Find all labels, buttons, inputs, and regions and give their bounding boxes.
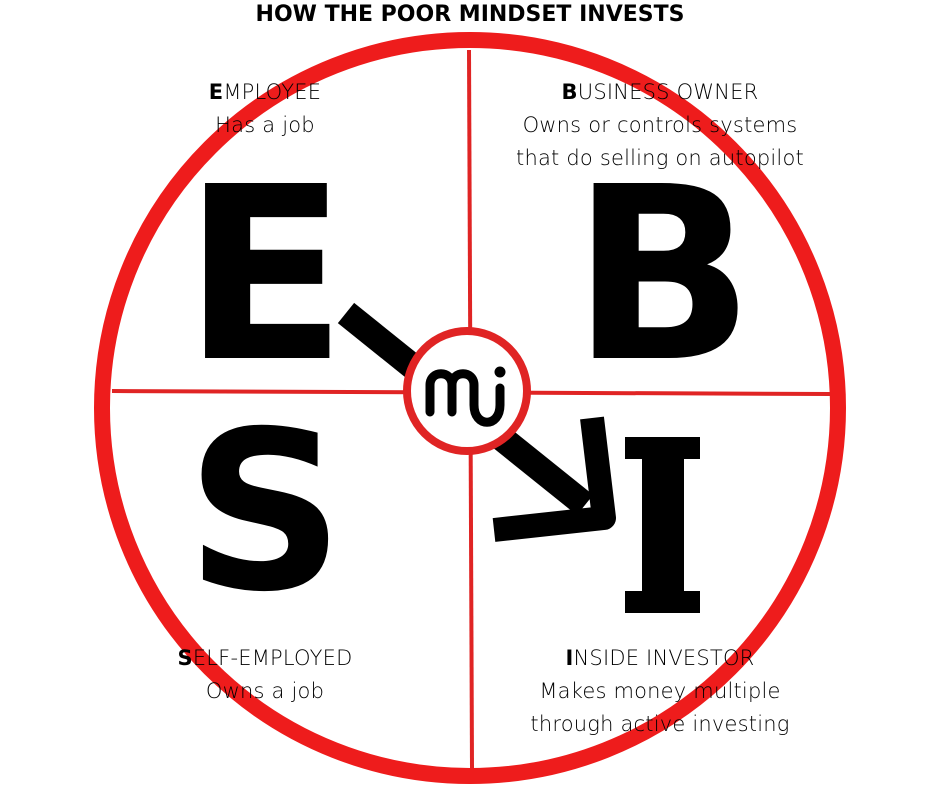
self-employed-label: SELF-EMPLOYED Owns a job	[130, 642, 400, 708]
business-owner-description-line: that do selling on autopilot	[516, 146, 804, 170]
mi-logo	[403, 327, 531, 455]
business-owner-label: BUSINESS OWNER Owns or controls systems …	[500, 76, 820, 175]
business-owner-heading: BUSINESS OWNER	[561, 80, 759, 104]
outer-ring	[94, 32, 846, 784]
inside-investor-description-line: Makes money multiple	[539, 679, 781, 703]
inside-investor-description-line: through active investing	[530, 712, 790, 736]
business-owner-description-line: Owns or controls systems	[522, 113, 798, 137]
employee-label: EMPLOYEE Has a job	[140, 76, 390, 142]
employee-description: Has a job	[215, 113, 315, 137]
letter-e: E	[183, 135, 347, 415]
letter-i	[625, 437, 700, 613]
inside-investor-heading: INSIDE INVESTOR	[565, 646, 755, 670]
letter-b: B	[572, 135, 755, 415]
inside-investor-label: INSIDE INVESTOR Makes money multiple thr…	[500, 642, 820, 741]
letter-s: S	[186, 384, 344, 640]
employee-heading: EMPLOYEE	[208, 80, 322, 104]
self-employed-heading: SELF-EMPLOYED	[177, 646, 353, 670]
self-employed-description: Owns a job	[205, 679, 325, 703]
diagram-title: HOW THE POOR MINDSET INVESTS	[255, 2, 685, 27]
